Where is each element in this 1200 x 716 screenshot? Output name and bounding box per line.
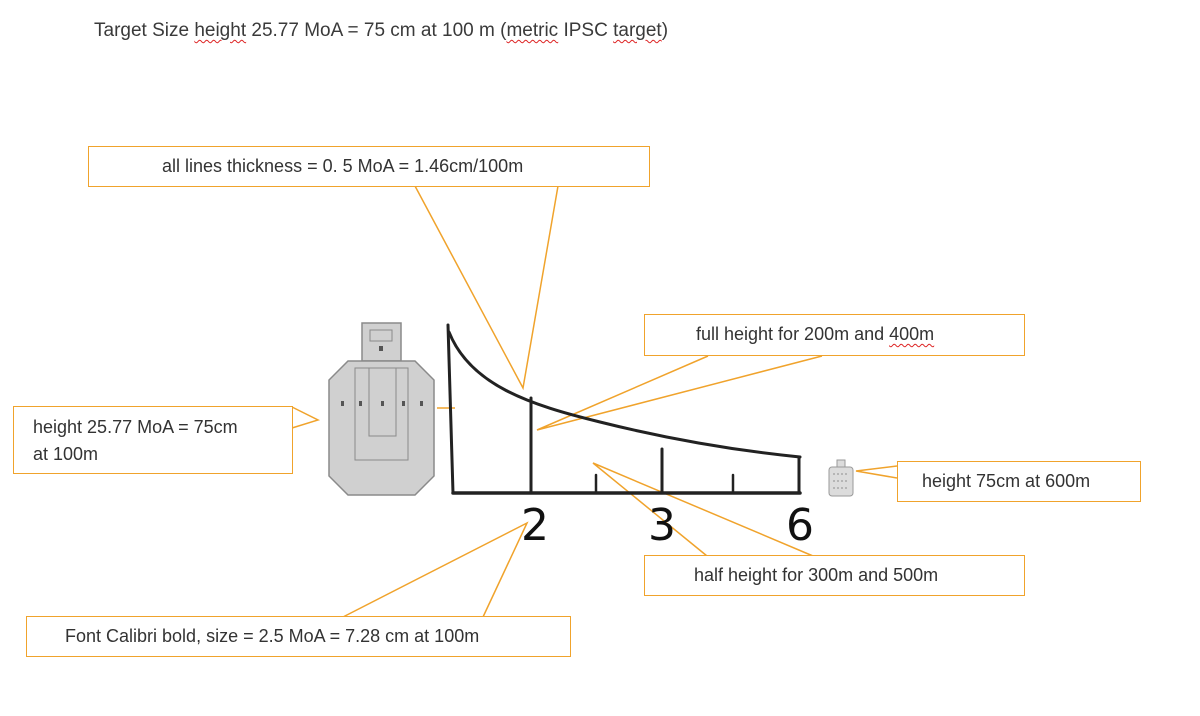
title-text-underlined: target <box>613 20 662 41</box>
scale-label-3: 3 <box>648 500 676 551</box>
callout-lines-thickness: all lines thickness = 0. 5 MoA = 1.46cm/… <box>88 146 650 187</box>
callout-target-height: height 25.77 MoA = 75cm at 100m <box>13 406 293 474</box>
leader-half-height <box>592 462 814 557</box>
title-text-underlined: height <box>194 20 247 41</box>
callout-font: Font Calibri bold, size = 2.5 MoA = 7.28… <box>26 616 571 657</box>
title-text: ) <box>661 20 669 41</box>
leader-far-target <box>855 465 898 479</box>
title-text-underlined: metric <box>506 20 559 41</box>
ipsc-target-600m <box>828 459 854 497</box>
leader-lines-thickness <box>414 185 559 391</box>
callout-text: height 75cm at 600m <box>922 471 1091 491</box>
callout-full-height: full height for 200m and 400m <box>644 314 1025 356</box>
scale-label-6: 6 <box>786 500 814 551</box>
leader-target-height <box>291 406 321 429</box>
scale-label-2: 2 <box>521 500 549 551</box>
title-text: IPSC <box>558 20 614 41</box>
scale-vertical-axis <box>446 323 455 495</box>
callout-text-part: full height for 200m and <box>696 324 890 344</box>
ipsc-target-100m <box>328 322 455 496</box>
callout-text: Font Calibri bold, size = 2.5 MoA = 7.28… <box>65 626 480 646</box>
callout-text-line2: at 100m <box>33 444 99 464</box>
callout-text: all lines thickness = 0. 5 MoA = 1.46cm/… <box>162 156 524 176</box>
leader-full-height <box>536 355 823 431</box>
callout-text: full height for 200m and 400m <box>696 324 934 345</box>
callout-half-height: half height for 300m and 500m <box>644 555 1025 596</box>
callout-text-underlined: 400m <box>889 324 935 344</box>
callout-far-target: height 75cm at 600m <box>897 461 1141 502</box>
range-scale <box>446 323 802 495</box>
callout-text: half height for 300m and 500m <box>694 565 939 585</box>
title-text: 25.77 MoA = 75 cm at 100 m ( <box>246 20 507 41</box>
page-title: Target Size height 25.77 MoA = 75 cm at … <box>94 20 668 42</box>
title-text: Target Size <box>94 20 195 41</box>
scale-curve <box>447 330 802 459</box>
leader-font <box>342 521 529 618</box>
leader-lines <box>291 185 898 618</box>
callout-text-line1: height 25.77 MoA = 75cm <box>33 417 238 437</box>
